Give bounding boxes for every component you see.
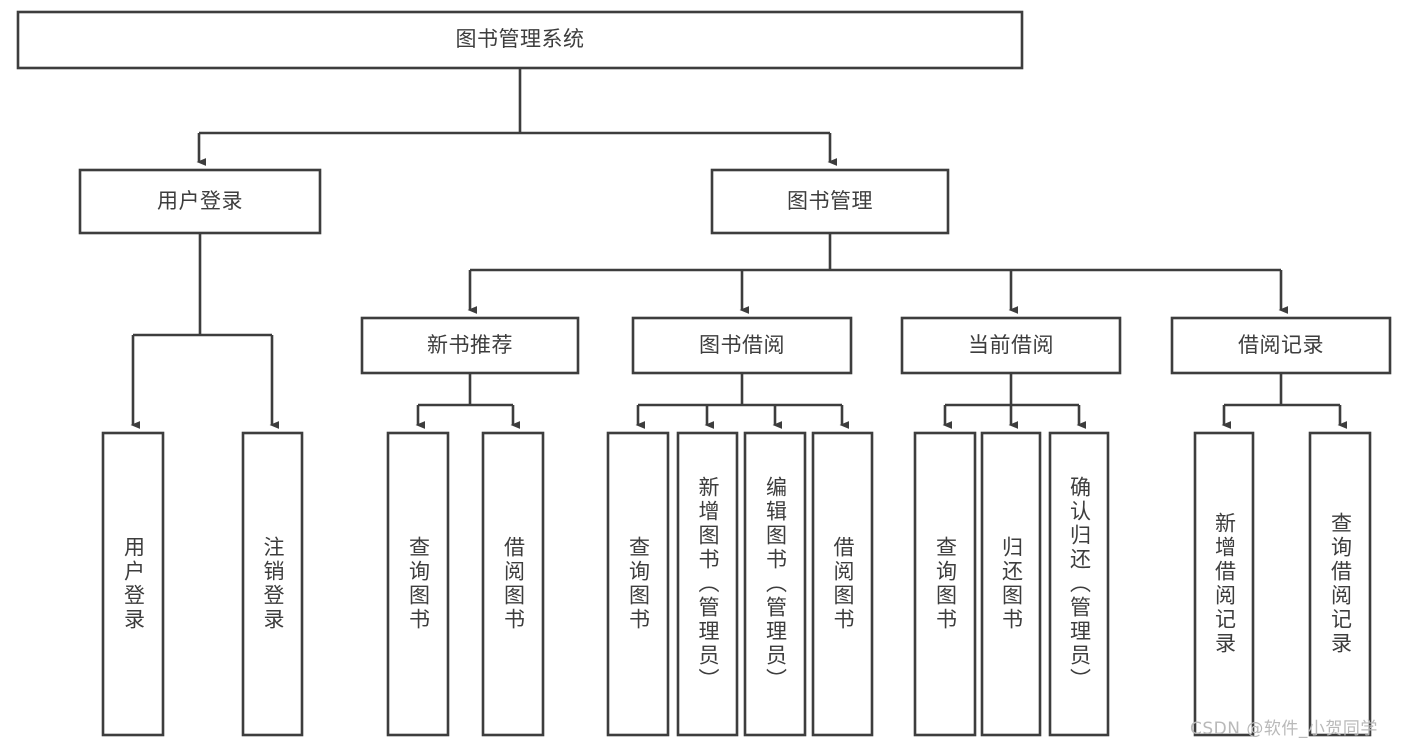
node-box-current-borrow [900, 316, 1122, 375]
leaf-box-new-book-2 [481, 431, 545, 737]
leaf-box-current-borrow-2 [980, 431, 1042, 737]
leaf-box-borrow-record-2 [1308, 431, 1372, 737]
node-box-new-book-recommend [360, 316, 580, 375]
node-box-book-borrow [631, 316, 853, 375]
leaf-box-book-borrow-1 [606, 431, 670, 737]
leaf-box-book-borrow-2 [676, 431, 739, 737]
node-box-book-manage [710, 168, 950, 235]
csdn-watermark: CSDN @软件_小贺同学 [1190, 719, 1378, 739]
leaf-box-current-borrow-3 [1048, 431, 1110, 737]
leaf-box-user-login-1 [101, 431, 165, 737]
node-box-root [16, 10, 1024, 70]
leaf-box-user-login-2 [241, 431, 304, 737]
leaf-box-current-borrow-1 [913, 431, 977, 737]
node-box-user-login [78, 168, 322, 235]
leaf-box-new-book-1 [386, 431, 450, 737]
node-box-borrow-record [1170, 316, 1392, 375]
leaf-box-book-borrow-4 [811, 431, 874, 737]
leaf-box-book-borrow-3 [743, 431, 807, 737]
leaf-box-borrow-record-1 [1193, 431, 1255, 737]
